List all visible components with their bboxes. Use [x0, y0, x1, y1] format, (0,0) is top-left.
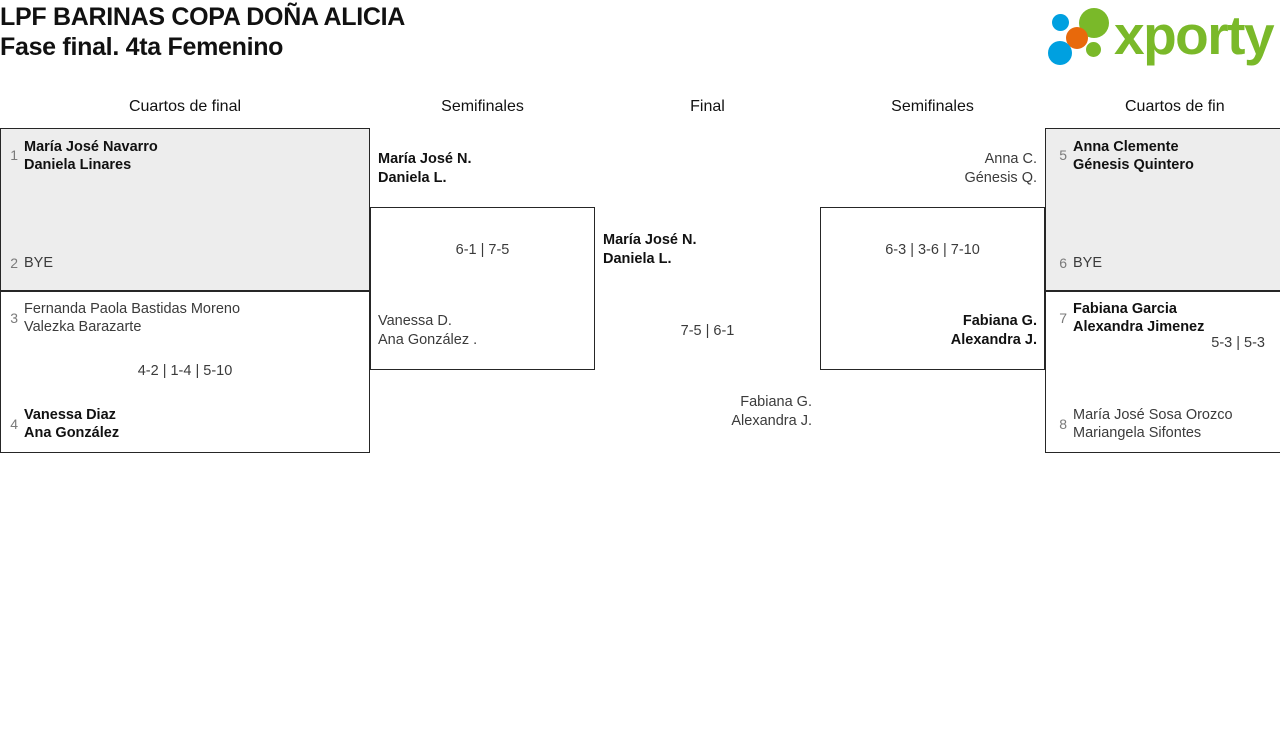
team-name-line1: María José N. — [603, 232, 697, 248]
team-name-line1: Fabiana Garcia — [1073, 301, 1177, 317]
round-header-quarterfinals-left: Cuartos de final — [128, 98, 242, 115]
logo-wordmark: xporty — [1114, 4, 1275, 66]
tournament-title-block: LPF BARINAS COPA DOÑA ALICIA Fase final.… — [0, 2, 405, 62]
team-name-line1: María José Navarro — [24, 139, 158, 155]
team-name-line1: Vanessa Diaz — [24, 407, 116, 423]
seed-number: 4 — [10, 416, 18, 432]
match-score: 6-3 | 3-6 | 7-10 — [885, 242, 980, 258]
team-name-line2: Alexandra J. — [731, 413, 812, 429]
team-name-line1: BYE — [24, 255, 54, 271]
team-name-line2: Daniela L. — [603, 251, 672, 267]
match-score: 5-3 | 5-3 — [1211, 335, 1265, 351]
match-sf-left[interactable] — [370, 207, 595, 370]
logo-dot-green-small — [1086, 42, 1101, 57]
team-name-line2: Daniela Linares — [24, 157, 132, 173]
team-name-line1: Anna C. — [984, 151, 1037, 167]
match-qf-left-2[interactable] — [0, 291, 370, 453]
match-score: 6-1 | 7-5 — [455, 242, 510, 258]
team-name-line1: BYE — [1073, 255, 1103, 271]
team-name-line2: Ana González — [24, 425, 120, 441]
team-name-line2: Daniela L. — [378, 170, 447, 186]
seed-number: 2 — [10, 255, 18, 271]
seed-number: 5 — [1059, 147, 1067, 163]
match-score: 7-5 | 6-1 — [680, 323, 735, 339]
match-qf-right-1[interactable] — [1045, 128, 1280, 291]
round-header-semifinals-right: Semifinales — [891, 98, 974, 115]
team-name-line2: Alexandra J. — [950, 332, 1037, 348]
page-header: LPF BARINAS COPA DOÑA ALICIA Fase final.… — [0, 0, 1280, 92]
team-name-line2: Génesis Quintero — [1073, 157, 1194, 173]
seed-number: 8 — [1059, 416, 1067, 432]
round-header-quarterfinals-right: Cuartos de fin — [1125, 98, 1225, 115]
logo-dot-blue-small — [1052, 14, 1069, 31]
team-name-line1: María José Sosa Orozco — [1073, 407, 1233, 423]
seed-number: 3 — [10, 310, 18, 326]
team-name-line2: Alexandra Jimenez — [1073, 319, 1205, 335]
team-name-line1: Anna Clemente — [1073, 139, 1179, 155]
logo-dot-blue-large — [1048, 41, 1072, 65]
team-name-line1: Fernanda Paola Bastidas Moreno — [24, 301, 241, 317]
match-qf-left-1[interactable] — [0, 128, 370, 291]
seed-number: 6 — [1059, 255, 1067, 271]
match-sf-right[interactable] — [820, 207, 1045, 370]
seed-number: 7 — [1059, 310, 1067, 326]
team-name-line2: Génesis Q. — [964, 170, 1037, 186]
team-name-line1: Vanessa D. — [378, 313, 452, 329]
team-name-line1: María José N. — [378, 151, 472, 167]
seed-number: 1 — [10, 147, 18, 163]
team-name-line1: Fabiana G. — [962, 313, 1037, 329]
page-subtitle: Fase final. 4ta Femenino — [0, 33, 284, 61]
team-name-line2: Mariangela Sifontes — [1073, 425, 1202, 441]
logo-dots-icon — [1048, 8, 1120, 66]
xporty-logo[interactable]: xporty — [1048, 4, 1278, 68]
team-name-line2: Ana González . — [378, 332, 478, 348]
round-header-semifinals-left: Semifinales — [441, 98, 524, 115]
round-header-final: Final — [690, 98, 725, 115]
match-score: 4-2 | 1-4 | 5-10 — [137, 363, 233, 379]
match-qf-right-2[interactable] — [1045, 291, 1280, 453]
team-name-line1: Fabiana G. — [740, 394, 812, 410]
logo-dot-orange — [1066, 27, 1088, 49]
page-title: LPF BARINAS COPA DOÑA ALICIA — [0, 3, 406, 31]
team-name-line2: Valezka Barazarte — [24, 319, 142, 335]
